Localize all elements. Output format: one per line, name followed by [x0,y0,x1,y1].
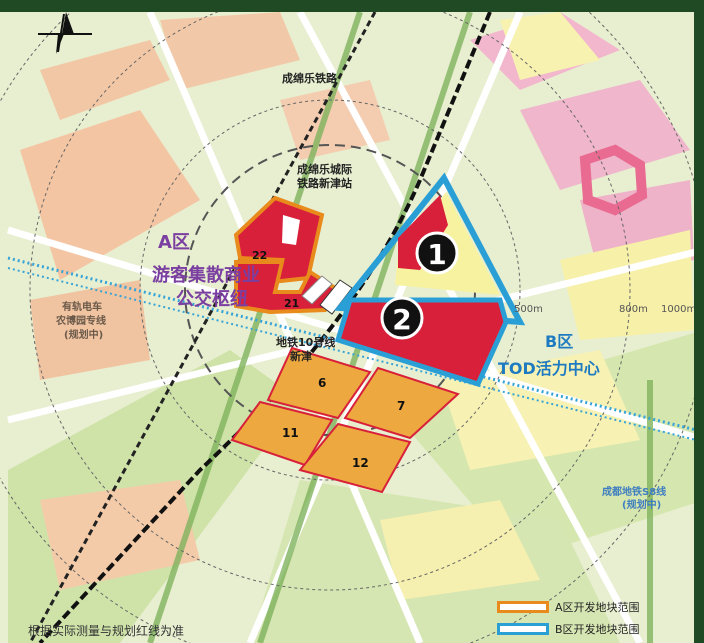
land-block-pink [520,80,690,190]
station-building [319,279,353,315]
land-block [160,12,300,90]
zone-a-desc-2: 公交枢纽 [176,288,248,310]
tram-label-2: 农博园专线 [55,314,106,327]
station-label-2: 铁路新津站 [297,176,352,190]
zone-b-desc: TOD活力中心 [498,359,600,378]
parcel-12 [298,422,412,494]
legend: A区开发地块范围 B区开发地块范围 [497,598,640,642]
railway-line [38,179,422,643]
metro-s8-label-1: 成都地铁S8线 [602,485,666,498]
railway-line [418,11,492,181]
marker-1[interactable] [415,231,459,275]
ring-500-label: 500m [514,304,543,315]
parcel-22-notch [282,215,300,245]
ring-800-label: 800m [619,304,648,315]
zone-b-title: B区 [545,332,573,351]
land-block-yellow [500,12,600,80]
parcel-7-number: 7 [397,399,405,413]
zone-a-desc-1: 游客集散商业 [152,264,260,286]
marker-1-label: 1 [427,238,446,271]
footnote: 根据实际测量与规划红线为准 [28,624,185,638]
land-block [30,280,150,380]
land-block [280,80,390,160]
parcel-2 [334,297,509,388]
legend-swatch-a [497,601,549,613]
ring-landmark [579,144,648,216]
metro10-label-1: 地铁10号线 [276,335,335,349]
parcel-21-number: 21 [284,297,299,310]
legend-row-b: B区开发地块范围 [497,620,640,638]
metro-s8-label-2: (规划中) [622,498,661,511]
parcel-7 [343,366,460,440]
station-label-1: 成绵乐城际 [297,162,352,176]
legend-row-a: A区开发地块范围 [497,598,640,616]
land-block [20,110,200,280]
zone-a-title: A区 [158,232,190,253]
ring-1000-label: 1000m [661,304,696,315]
station-building [301,275,333,305]
parcel-22-number: 22 [252,249,267,262]
parcel-6-number: 6 [318,376,326,390]
legend-label-a: A区开发地块范围 [555,601,640,614]
top-border [0,0,704,12]
tram-label-1: 有轨电车 [62,300,102,313]
right-border [694,0,704,643]
parcel-11-number: 11 [282,426,299,440]
marker-2[interactable] [380,296,424,340]
parcel-12-number: 12 [352,456,369,470]
marker-2-label: 2 [392,303,411,336]
legend-swatch-b [497,623,549,635]
parcel-6 [266,346,372,420]
land-block [40,480,200,590]
railway-label: 成绵乐铁路 [282,71,338,85]
land-block-yellow [380,500,540,600]
parcel-1 [398,195,448,270]
land-block [40,40,170,120]
metro10-label-2: 新津 [290,349,312,363]
legend-label-b: B区开发地块范围 [555,623,640,636]
tram-label-3: (规划中) [64,328,103,341]
north-arrow-icon [38,12,92,54]
